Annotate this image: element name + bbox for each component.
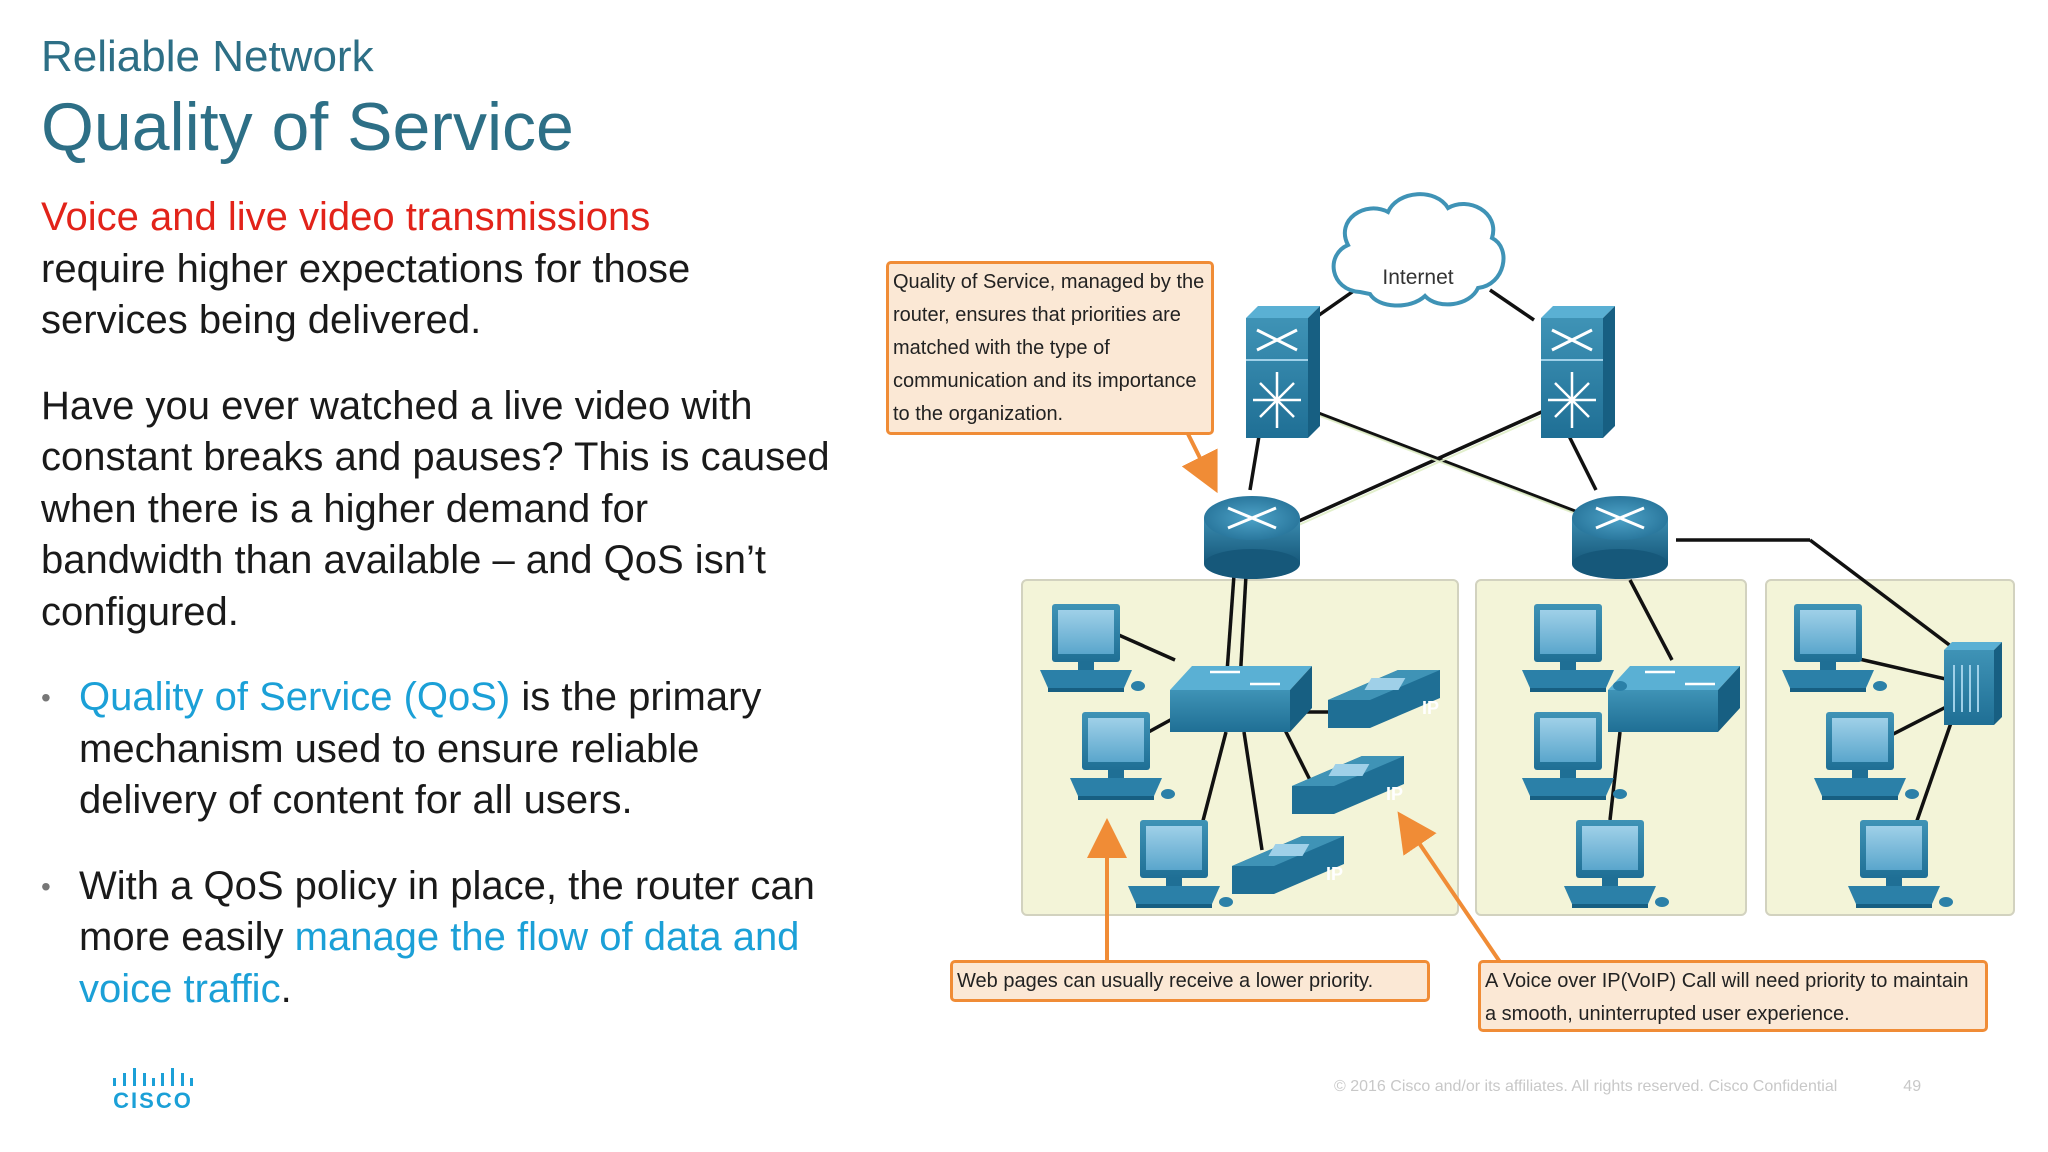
multilayer-switch-left-icon — [1246, 306, 1320, 438]
bullet-1-highlight: Quality of Service (QoS) — [79, 675, 511, 719]
internet-cloud-icon: Internet — [1331, 192, 1506, 308]
ip-phone-icon: IP — [1328, 670, 1440, 728]
ip-phone-label: IP — [1422, 698, 1439, 718]
slide-content: Voice and live video transmissions requi… — [41, 192, 831, 1049]
callout-qos-text: Quality of Service, managed by the route… — [893, 271, 1205, 425]
bullet-2-highlight: manage the flow of data and voice traffi… — [79, 915, 800, 1011]
bullet-2-text: With a QoS policy in place, the router c… — [79, 863, 815, 960]
bullet-dot-icon: • — [41, 870, 51, 902]
callout-voip: A Voice over IP(VoIP) Call will need pri… — [1478, 960, 1988, 1032]
paragraph-2: Have you ever watched a live video with … — [41, 383, 830, 634]
paragraph-1-text: require higher expectations for those se… — [41, 246, 691, 343]
bullet-1: • Quality of Service (QoS) is the primar… — [41, 672, 831, 827]
paragraph-1-highlight: Voice and live video transmissions — [41, 195, 651, 239]
bullet-list: • Quality of Service (QoS) is the primar… — [41, 672, 831, 1015]
lan-switch-2-icon — [1608, 666, 1740, 732]
callout-web: Web pages can usually receive a lower pr… — [950, 960, 1430, 1002]
bullet-2: • With a QoS policy in place, the router… — [41, 861, 831, 1016]
router-left-icon — [1204, 496, 1300, 579]
callout-arrows — [1087, 433, 1502, 964]
ip-phone-icon: IP — [1232, 836, 1344, 894]
bullet-1-text: is the primary mechanism used to ensure … — [79, 675, 762, 822]
ip-phone-label: IP — [1326, 864, 1343, 884]
ip-phone-label: IP — [1386, 784, 1403, 804]
cisco-logo-text: CISCO — [113, 1088, 193, 1113]
paragraph-1: Voice and live video transmissions requi… — [41, 192, 831, 347]
bullet-2-end: . — [280, 966, 292, 1011]
slide-title: Quality of Service — [41, 89, 574, 165]
page-number: 49 — [1903, 1078, 1922, 1095]
bullet-dot-icon: • — [41, 682, 51, 713]
lan-panel-1 — [1021, 579, 1459, 916]
copyright-text: © 2016 Cisco and/or its affiliates. All … — [1334, 1078, 1838, 1095]
callout-voip-text: A Voice over IP(VoIP) Call will need pri… — [1485, 970, 1969, 1025]
callout-web-text: Web pages can usually receive a lower pr… — [957, 970, 1374, 992]
internet-label: Internet — [1382, 266, 1453, 289]
cisco-logo: CISCO — [110, 1064, 196, 1113]
lan-switch-1-icon — [1170, 666, 1312, 732]
callout-qos: Quality of Service, managed by the route… — [886, 261, 1214, 435]
lan-panel-2 — [1475, 579, 1747, 916]
router-right-icon — [1572, 496, 1668, 579]
multilayer-switch-right-icon — [1541, 306, 1615, 438]
footer: © 2016 Cisco and/or its affiliates. All … — [1334, 1078, 1921, 1096]
slide-subtitle: Reliable Network — [41, 32, 374, 81]
cisco-bars-icon — [113, 1068, 193, 1086]
server-icon — [1944, 642, 2002, 725]
ip-phone-icon: IP — [1292, 756, 1404, 814]
